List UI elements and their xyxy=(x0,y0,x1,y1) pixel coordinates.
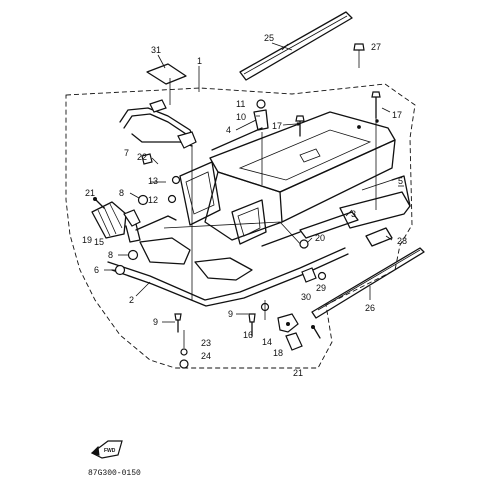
part-29-nut xyxy=(317,271,327,281)
diagram-code: 87G300-0150 xyxy=(88,469,141,478)
part-4-rod xyxy=(211,127,263,151)
part-30-clip xyxy=(301,267,317,283)
part-21-screw xyxy=(93,197,105,209)
part-15-boot xyxy=(91,201,141,243)
callout-21-right: 21 xyxy=(293,368,303,378)
part-16-bolt xyxy=(248,313,256,337)
callout-18: 18 xyxy=(273,348,283,358)
part-18-clamp xyxy=(285,332,303,351)
part-9-bolt-left xyxy=(174,313,182,333)
callout-9-right: 9 xyxy=(228,309,233,319)
callout-21-left: 21 xyxy=(85,188,95,198)
part-31-pad xyxy=(146,63,187,85)
part-25-strip xyxy=(239,11,353,81)
callout-1: 1 xyxy=(197,56,202,66)
part-10-bracket xyxy=(253,99,269,131)
callout-27: 27 xyxy=(371,42,381,52)
part-22-handle xyxy=(119,99,197,149)
callout-17-mid: 17 xyxy=(272,121,282,131)
part-17-bolt-top xyxy=(371,91,381,119)
callout-24: 24 xyxy=(201,351,211,361)
part-13-nut xyxy=(171,175,181,185)
part-5-side-bar xyxy=(339,175,411,229)
part-20-grommet xyxy=(299,239,309,249)
part-17-bolt-mid xyxy=(295,115,305,137)
callout-14: 14 xyxy=(262,337,272,347)
callout-12: 12 xyxy=(148,195,158,205)
assembly-boundary xyxy=(65,83,416,369)
callouts: 31 1 25 27 11 10 17 17 4 22 7 13 12 8 21… xyxy=(82,33,407,378)
callout-17-right: 17 xyxy=(392,110,402,120)
part-27-nut xyxy=(353,43,365,68)
callout-25: 25 xyxy=(264,33,274,43)
callout-16: 16 xyxy=(243,330,253,340)
callout-28: 28 xyxy=(397,236,407,246)
part-1-main-frame xyxy=(179,111,396,245)
callout-13: 13 xyxy=(148,176,158,186)
part-7-clip xyxy=(141,153,153,165)
part-21-screw-right xyxy=(311,325,321,339)
callout-19: 19 xyxy=(82,235,92,245)
callout-9-left: 9 xyxy=(153,317,158,327)
leader-lines xyxy=(104,43,404,323)
callout-4: 4 xyxy=(226,125,231,135)
fwd-arrow-icon: FWD xyxy=(90,440,123,459)
callout-5: 5 xyxy=(398,176,403,186)
callout-23: 23 xyxy=(201,338,211,348)
part-23-washer xyxy=(180,348,188,356)
callout-2: 2 xyxy=(129,295,134,305)
callout-11: 11 xyxy=(236,99,245,109)
callout-22: 22 xyxy=(137,152,147,162)
callout-6: 6 xyxy=(94,265,99,275)
part-8-collar-lower xyxy=(127,249,139,261)
callout-8-upper: 8 xyxy=(119,188,124,198)
callout-26: 26 xyxy=(365,303,375,313)
part-6-collar xyxy=(114,264,126,276)
part-12-nut xyxy=(167,194,177,204)
callout-3: 3 xyxy=(351,209,356,219)
callout-30: 30 xyxy=(301,292,311,302)
callout-15: 15 xyxy=(94,237,104,247)
callout-8-lower: 8 xyxy=(108,250,113,260)
callout-29: 29 xyxy=(316,283,326,293)
callout-20: 20 xyxy=(315,233,325,243)
part-2-base-rail xyxy=(107,215,349,307)
part-3-bar xyxy=(261,211,359,247)
fwd-label: FWD xyxy=(104,448,116,454)
callout-7: 7 xyxy=(124,148,129,158)
part-9-bolt-right xyxy=(260,300,270,320)
callout-10: 10 xyxy=(236,112,246,122)
part-28-plate xyxy=(365,227,393,247)
part-26-strip xyxy=(311,247,425,319)
part-8-collar xyxy=(137,194,149,206)
part-24-nut xyxy=(179,359,189,369)
callout-31: 31 xyxy=(151,45,161,55)
